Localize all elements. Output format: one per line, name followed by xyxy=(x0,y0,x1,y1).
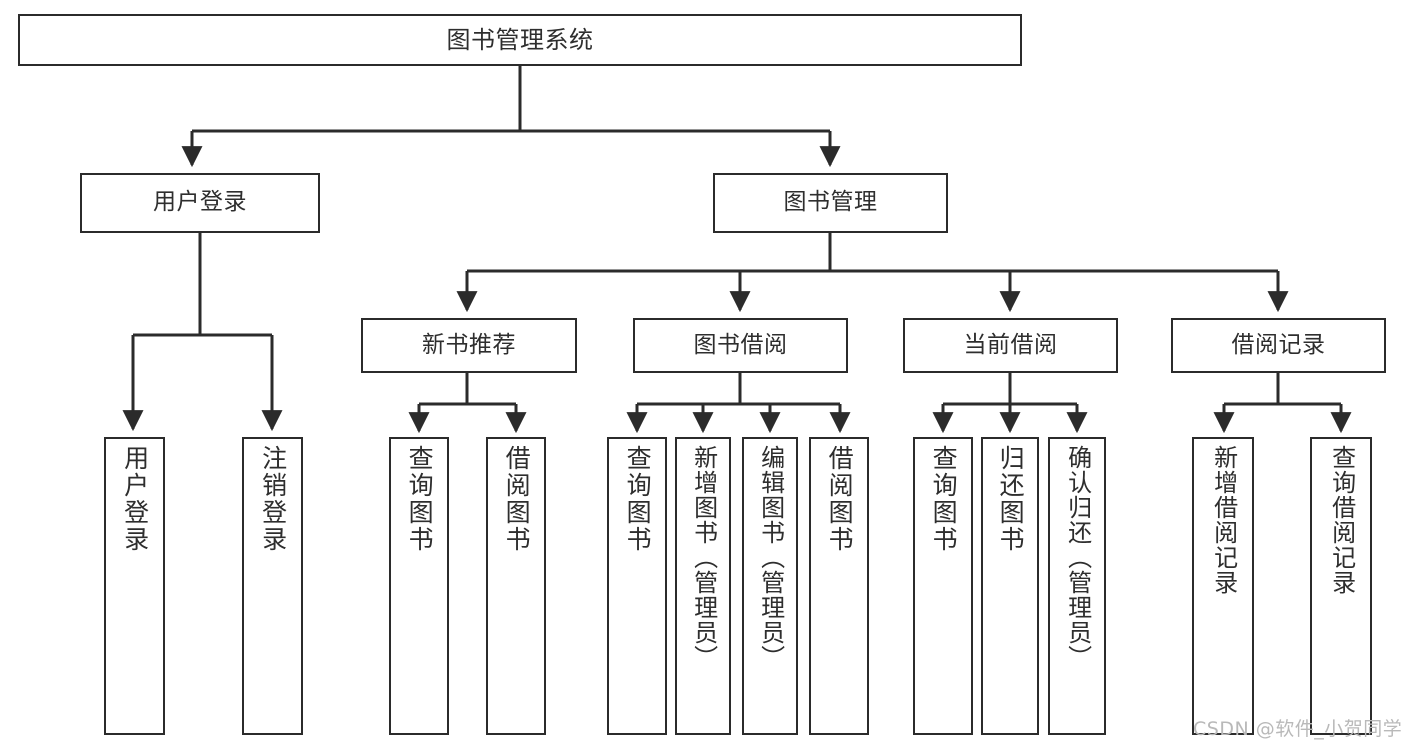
node-root-system-label: 图书管理系统 xyxy=(446,25,594,54)
node-leaf-query-borrow-record[interactable]: 查询借阅记录 xyxy=(1310,437,1372,735)
node-borrow-record[interactable]: 借阅记录 xyxy=(1171,318,1386,373)
node-leaf-query-book-1-label: 查询图书 xyxy=(405,445,435,553)
node-leaf-query-book-3-label: 查询图书 xyxy=(929,445,959,553)
node-leaf-logout-login[interactable]: 注销登录 xyxy=(242,437,303,735)
node-leaf-add-borrow-record[interactable]: 新增借阅记录 xyxy=(1192,437,1254,735)
node-leaf-edit-book-admin[interactable]: 编辑图书（管理员） xyxy=(742,437,798,735)
node-leaf-borrow-book-2-label: 借阅图书 xyxy=(825,445,855,553)
node-leaf-query-book-2-label: 查询图书 xyxy=(623,445,653,553)
node-leaf-user-login[interactable]: 用户登录 xyxy=(104,437,165,735)
node-new-book-recommend[interactable]: 新书推荐 xyxy=(361,318,577,373)
node-leaf-add-book-admin[interactable]: 新增图书（管理员） xyxy=(675,437,731,735)
node-leaf-confirm-return-admin-label: 确认归还（管理员） xyxy=(1063,445,1092,670)
node-book-management[interactable]: 图书管理 xyxy=(713,173,948,233)
node-leaf-add-book-admin-label: 新增图书（管理员） xyxy=(689,445,718,670)
node-current-borrow[interactable]: 当前借阅 xyxy=(903,318,1118,373)
node-leaf-query-book-3[interactable]: 查询图书 xyxy=(913,437,973,735)
node-leaf-edit-book-admin-label: 编辑图书（管理员） xyxy=(756,445,785,670)
node-leaf-borrow-book-2[interactable]: 借阅图书 xyxy=(809,437,869,735)
node-leaf-query-borrow-record-label: 查询借阅记录 xyxy=(1327,445,1356,595)
node-book-management-label: 图书管理 xyxy=(783,189,878,216)
node-book-borrow-label: 图书借阅 xyxy=(693,331,788,358)
node-leaf-borrow-book-1[interactable]: 借阅图书 xyxy=(486,437,546,735)
node-leaf-return-book-label: 归还图书 xyxy=(996,445,1026,553)
node-current-borrow-label: 当前借阅 xyxy=(963,331,1058,358)
node-user-login-label: 用户登录 xyxy=(153,189,247,216)
node-leaf-query-book-1[interactable]: 查询图书 xyxy=(389,437,449,735)
node-leaf-logout-login-label: 注销登录 xyxy=(258,445,288,553)
node-leaf-borrow-book-1-label: 借阅图书 xyxy=(502,445,532,553)
node-new-book-recommend-label: 新书推荐 xyxy=(422,331,516,358)
node-borrow-record-label: 借阅记录 xyxy=(1231,331,1326,358)
node-book-borrow[interactable]: 图书借阅 xyxy=(633,318,848,373)
node-leaf-confirm-return-admin[interactable]: 确认归还（管理员） xyxy=(1048,437,1106,735)
node-root-system[interactable]: 图书管理系统 xyxy=(18,14,1022,66)
node-leaf-add-borrow-record-label: 新增借阅记录 xyxy=(1209,445,1238,595)
csdn-watermark: CSDN @软件_小贺同学 xyxy=(1193,718,1403,740)
node-user-login[interactable]: 用户登录 xyxy=(80,173,320,233)
node-leaf-return-book[interactable]: 归还图书 xyxy=(981,437,1039,735)
node-leaf-query-book-2[interactable]: 查询图书 xyxy=(607,437,667,735)
node-leaf-user-login-label: 用户登录 xyxy=(120,445,150,553)
